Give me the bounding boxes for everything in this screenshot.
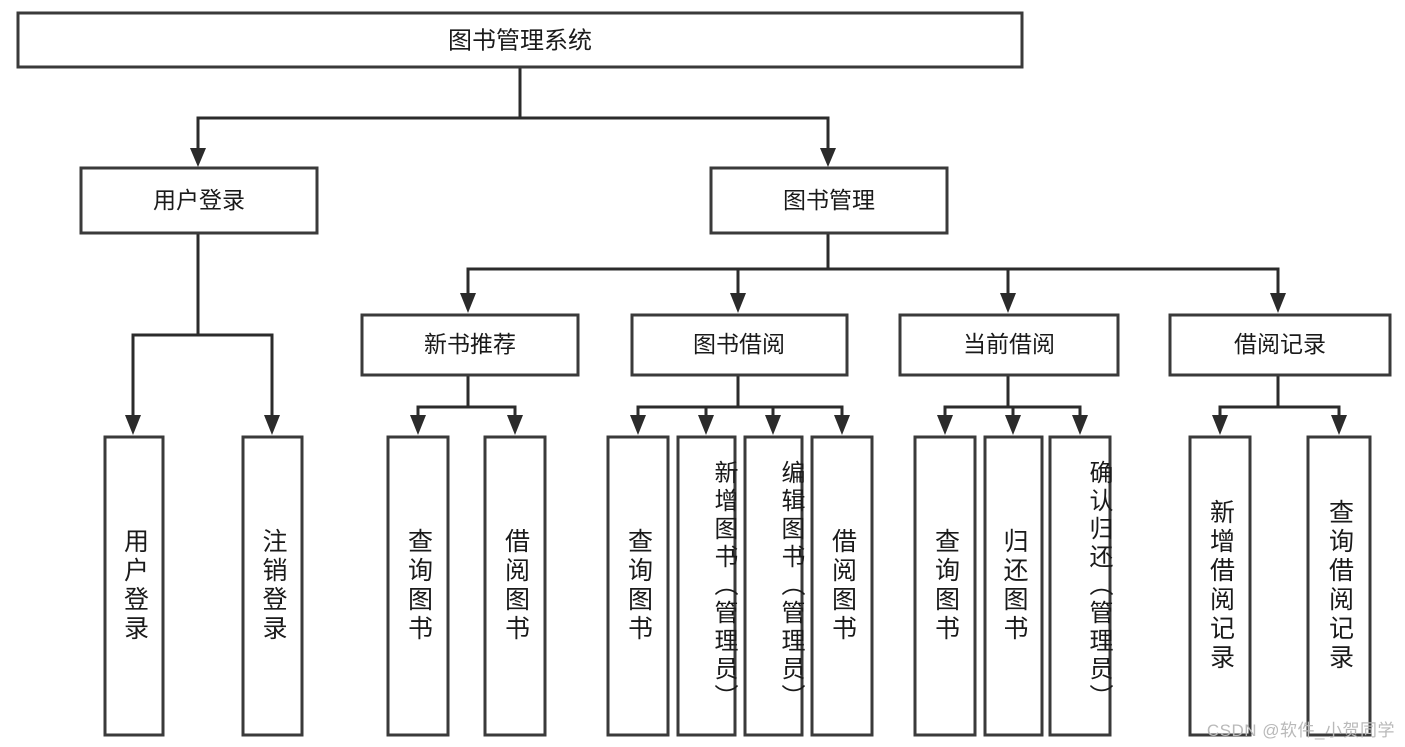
leaf-box-borrow-book-1[interactable] bbox=[483, 435, 547, 737]
arrow-userlogin-leaf2 bbox=[264, 415, 280, 435]
arrow-borrow-leaf3 bbox=[765, 415, 781, 435]
node-new-book-recommend-box[interactable] bbox=[360, 313, 580, 377]
node-user-login-label: 用户登录 bbox=[153, 187, 245, 213]
connector-userlogin-to-leaves bbox=[125, 231, 280, 435]
leaf-box-add-borrow-record[interactable] bbox=[1188, 435, 1252, 737]
arrow-userlogin-leaf1 bbox=[125, 415, 141, 435]
node-book-borrow[interactable]: 图书借阅 bbox=[630, 313, 849, 377]
arrow-current-leaf3 bbox=[1072, 415, 1088, 435]
leaf-box-add-book-admin[interactable] bbox=[676, 435, 737, 737]
leaf-box-logout[interactable] bbox=[241, 435, 304, 737]
arrow-borrow-leaf4 bbox=[834, 415, 850, 435]
arrow-newbook-leaf2 bbox=[507, 415, 523, 435]
arrow-to-records bbox=[1270, 293, 1286, 313]
node-current-borrow-label: 当前借阅 bbox=[963, 331, 1055, 357]
node-current-borrow[interactable]: 当前借阅 bbox=[898, 313, 1120, 377]
node-root[interactable]: 图书管理系统 bbox=[16, 11, 1024, 69]
node-book-management-label: 图书管理 bbox=[783, 187, 875, 213]
leaf-box-query-book-2[interactable] bbox=[606, 435, 670, 737]
arrow-to-current bbox=[1000, 293, 1016, 313]
arrow-to-borrow bbox=[730, 293, 746, 313]
watermark-text: CSDN @软件_小贺同学 bbox=[1206, 721, 1395, 740]
arrow-newbook-leaf1 bbox=[410, 415, 426, 435]
leaf-box-user-login[interactable] bbox=[103, 435, 165, 737]
leaf-box-borrow-book-2[interactable] bbox=[810, 435, 874, 737]
leaf-box-query-book-1[interactable] bbox=[386, 435, 450, 737]
arrow-records-leaf1 bbox=[1212, 415, 1228, 435]
leaf-box-edit-book-admin[interactable] bbox=[743, 435, 804, 737]
node-root-box[interactable] bbox=[16, 11, 1024, 69]
arrow-to-book-mgmt bbox=[820, 148, 836, 167]
node-borrow-records-label: 借阅记录 bbox=[1234, 331, 1326, 357]
arrow-borrow-leaf1 bbox=[630, 415, 646, 435]
arrow-borrow-leaf2 bbox=[698, 415, 714, 435]
node-new-book-recommend-label: 新书推荐 bbox=[424, 331, 516, 357]
node-borrow-records-box[interactable] bbox=[1168, 313, 1392, 377]
node-book-borrow-box[interactable] bbox=[630, 313, 849, 377]
connector-records-to-leaves bbox=[1212, 373, 1347, 435]
arrow-to-newbook bbox=[460, 293, 476, 313]
node-new-book-recommend[interactable]: 新书推荐 bbox=[360, 313, 580, 377]
node-user-login-box[interactable] bbox=[79, 166, 319, 235]
connector-newbook-to-leaves bbox=[410, 373, 523, 435]
leaf-box-query-book-3[interactable] bbox=[913, 435, 977, 737]
arrow-current-leaf2 bbox=[1005, 415, 1021, 435]
leaf-box-query-borrow-record[interactable] bbox=[1306, 435, 1372, 737]
node-user-login[interactable]: 用户登录 bbox=[79, 166, 319, 235]
leaf-box-return-book[interactable] bbox=[983, 435, 1044, 737]
node-root-label: 图书管理系统 bbox=[448, 27, 592, 54]
node-book-management-box[interactable] bbox=[709, 166, 949, 235]
node-borrow-records[interactable]: 借阅记录 bbox=[1168, 313, 1392, 377]
arrow-current-leaf1 bbox=[937, 415, 953, 435]
connector-borrow-to-leaves bbox=[630, 373, 850, 435]
connector-current-to-leaves bbox=[937, 373, 1088, 435]
node-book-management[interactable]: 图书管理 bbox=[709, 166, 949, 235]
arrow-records-leaf2 bbox=[1331, 415, 1347, 435]
connector-root-to-level2 bbox=[190, 65, 836, 167]
node-book-borrow-label: 图书借阅 bbox=[693, 331, 785, 357]
arrow-to-user-login bbox=[190, 148, 206, 167]
leaf-boxes bbox=[103, 435, 1372, 737]
node-current-borrow-box[interactable] bbox=[898, 313, 1120, 377]
connector-bookmgmt-to-level3 bbox=[460, 231, 1286, 313]
leaf-box-confirm-return-admin[interactable] bbox=[1048, 435, 1112, 737]
